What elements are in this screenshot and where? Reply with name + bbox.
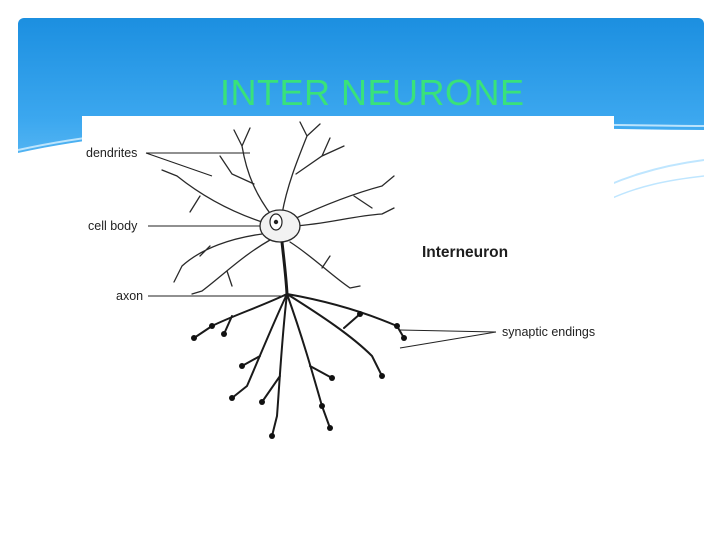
interneuron-illustration: dendrites cell body axon synaptic ending… — [86, 121, 595, 439]
diagram-heading: Interneuron — [422, 244, 508, 261]
slide-title: INTER NEURONE — [220, 72, 525, 113]
dendrites-leader — [145, 152, 250, 177]
synaptic-endings-leader — [399, 329, 497, 349]
axon-terminal-tree — [193, 293, 405, 437]
dendrite-tree — [161, 121, 395, 295]
synaptic-terminal-dots — [191, 311, 407, 439]
nucleolus — [273, 219, 279, 225]
label-synaptic-endings: synaptic endings — [502, 325, 595, 339]
label-cell-body: cell body — [88, 219, 138, 233]
leader-lines — [145, 152, 497, 349]
axon — [280, 241, 289, 295]
label-dendrites: dendrites — [86, 146, 137, 160]
label-axon: axon — [116, 289, 143, 303]
interneuron-diagram: dendrites cell body axon synaptic ending… — [82, 116, 614, 480]
